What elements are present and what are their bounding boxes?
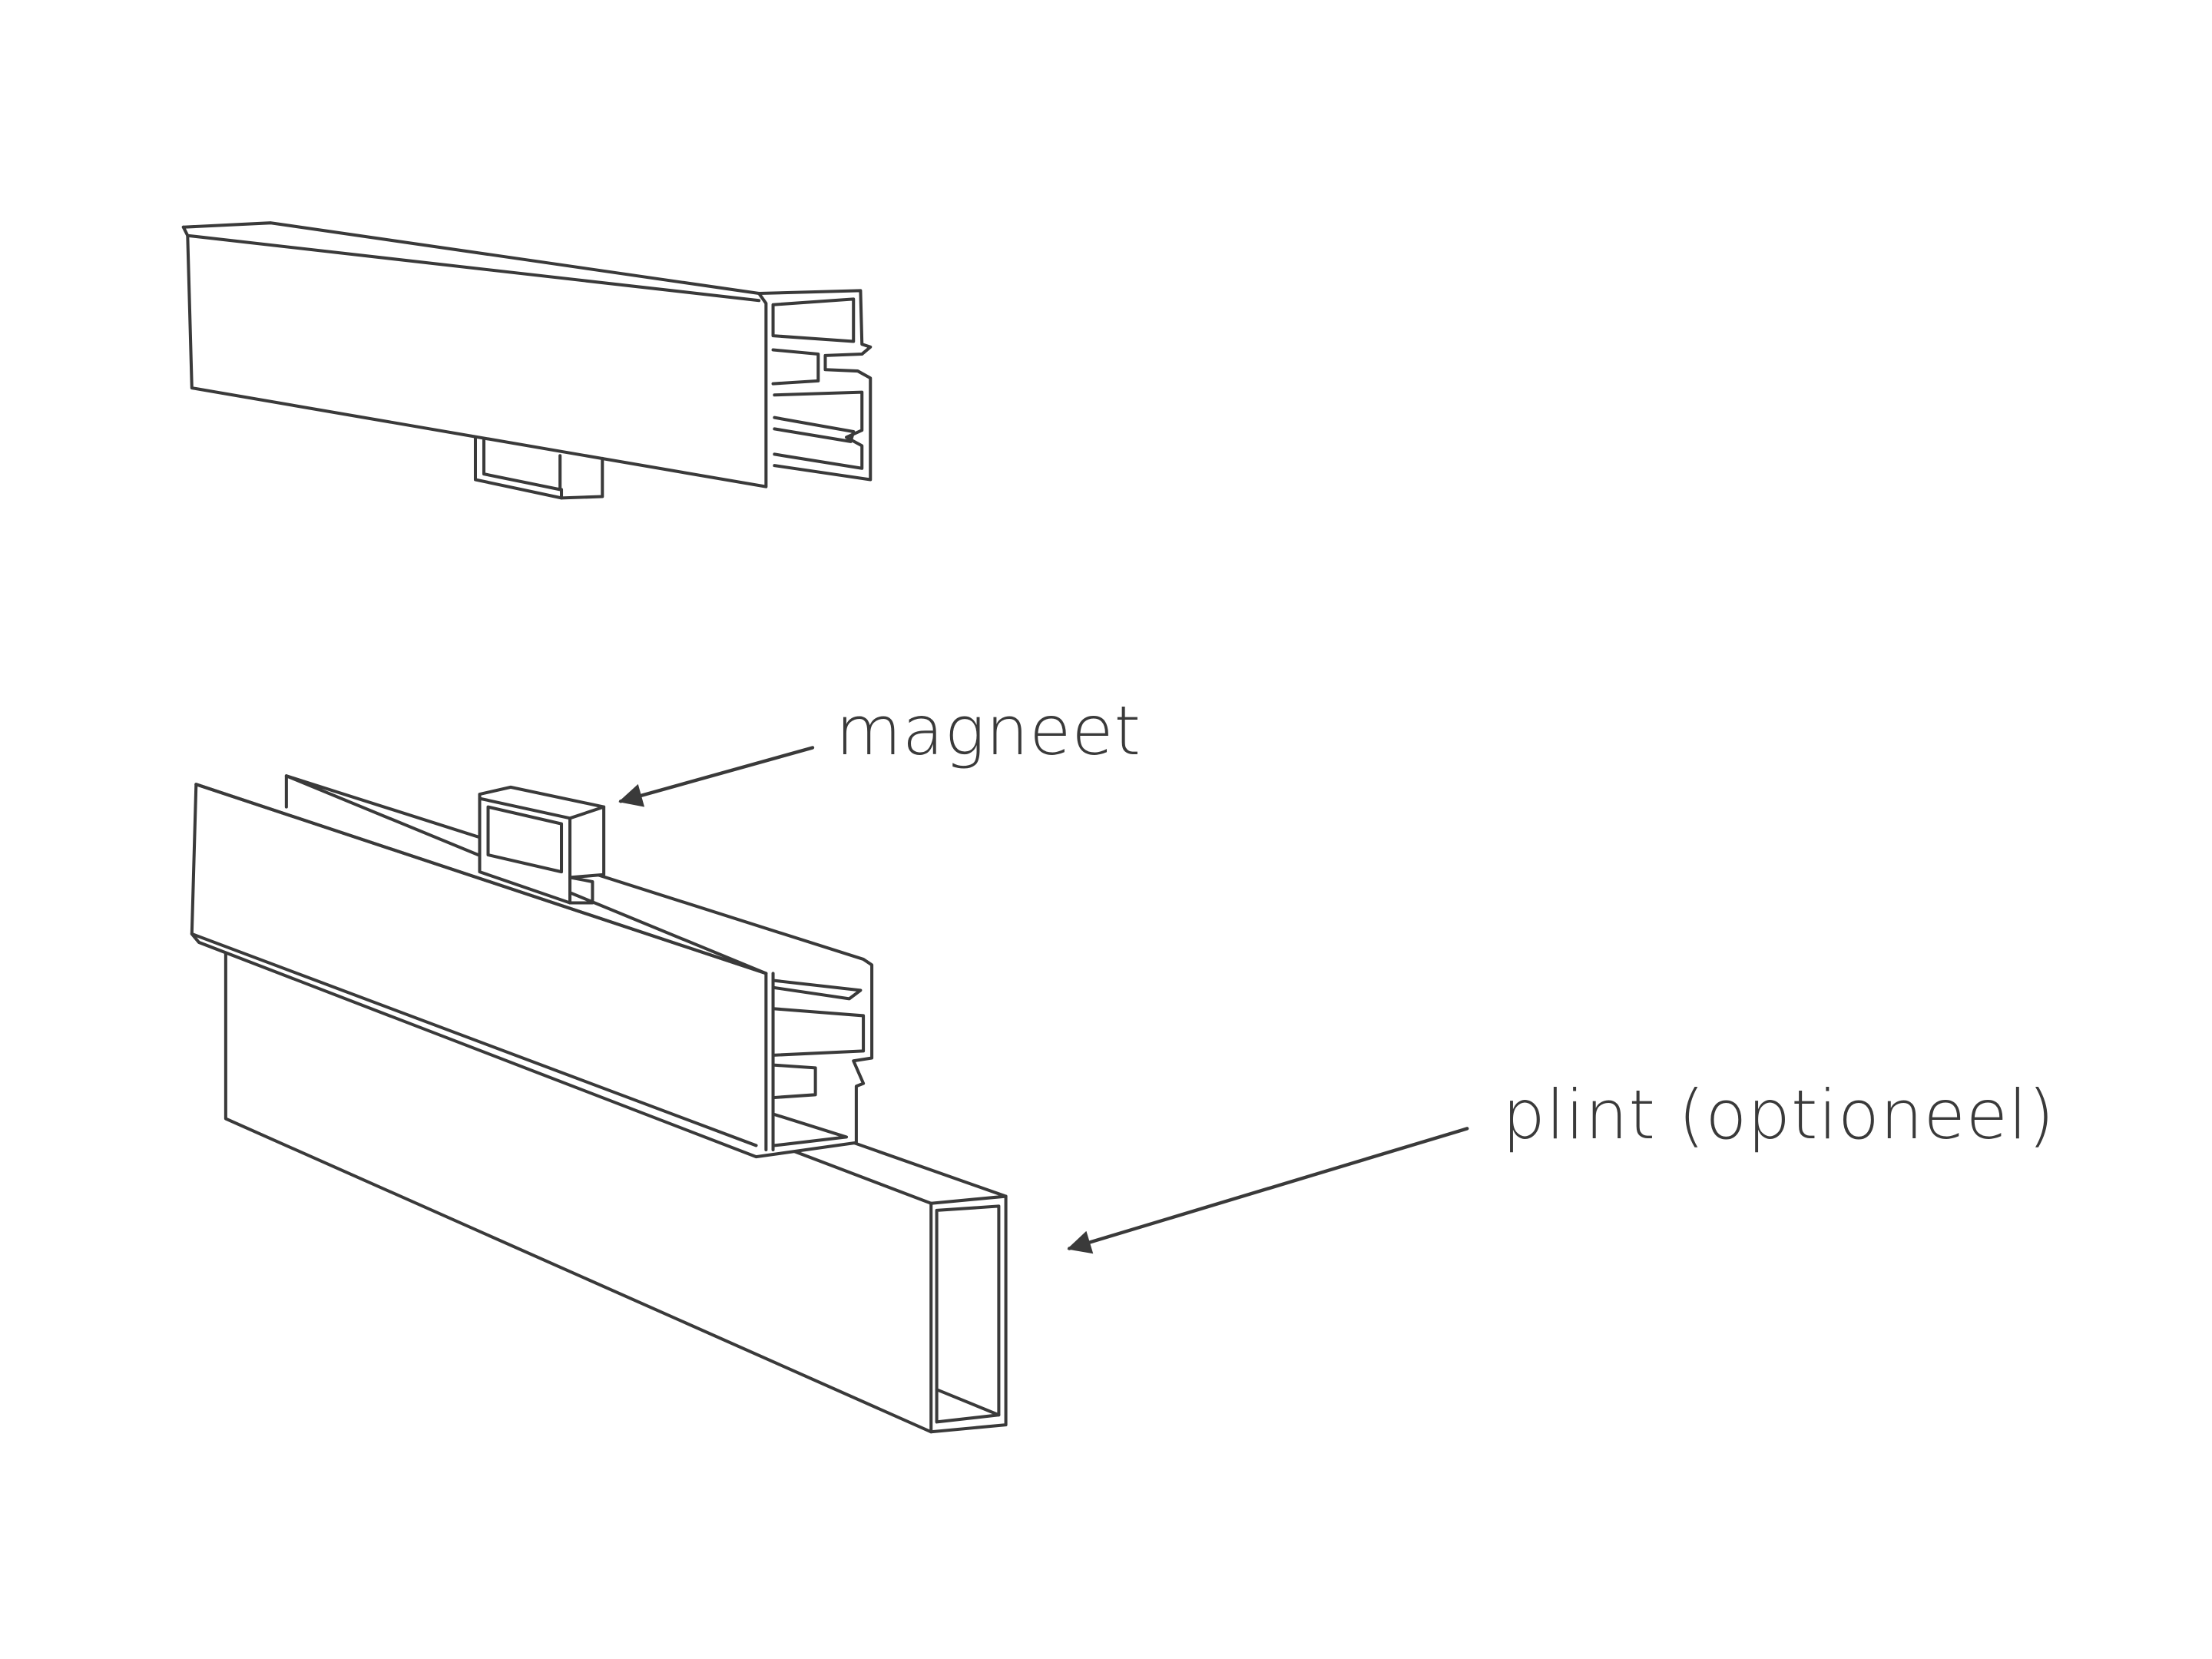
plinth-callout-arrow — [1067, 1127, 1469, 1254]
magnet — [478, 785, 606, 905]
plinth-label: plint (optioneel) — [1502, 1075, 2055, 1154]
magnet-callout-arrow — [618, 746, 815, 807]
top-rail-profile — [181, 221, 873, 488]
top-rail-magnet-tab — [473, 435, 604, 500]
bottom-rail-profile — [190, 774, 874, 1159]
magnet-label: magneet — [836, 691, 1142, 770]
